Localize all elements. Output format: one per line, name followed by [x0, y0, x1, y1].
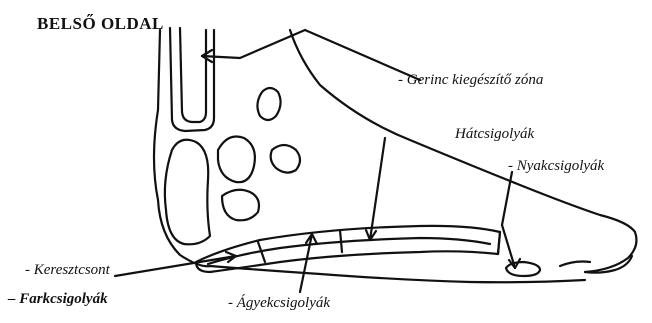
cuboid-bone — [222, 190, 259, 221]
label-agyekcsigolyak: - Ágyekcsigolyák — [228, 296, 330, 311]
label-nyakcsigolyak: - Nyakcsigolyák — [508, 159, 604, 174]
leg-outline — [170, 28, 214, 131]
label-farkcsigolyak: – Farkcsigolyák — [8, 292, 108, 307]
cuneiform-bone — [257, 88, 280, 120]
heel-bone — [165, 140, 210, 245]
leg-inner-outline — [180, 28, 206, 122]
navicular-bone — [218, 137, 255, 183]
toe-outline-2 — [560, 262, 590, 267]
spine-divider-2 — [340, 230, 342, 252]
toe-outline-1 — [585, 256, 632, 273]
label-keresztcsont: - Keresztcsont — [25, 263, 110, 278]
page-title: BELSŐ OLDAL — [37, 15, 164, 32]
foot-top-outline — [290, 30, 636, 272]
foot-sole-outline — [210, 266, 585, 282]
pointer-hat — [370, 138, 385, 240]
pointer-nyak — [502, 172, 515, 268]
metatarsal-bone — [271, 145, 300, 173]
label-hatcsigolyak: Hátcsigolyák — [455, 127, 534, 142]
pointer-gerinc-arrow — [202, 30, 305, 58]
spine-divider-3 — [498, 232, 500, 254]
label-gerinc-kiegeszito-zona: - Gerinc kiegészítő zóna — [398, 73, 543, 88]
spine-zone-band — [196, 226, 500, 272]
